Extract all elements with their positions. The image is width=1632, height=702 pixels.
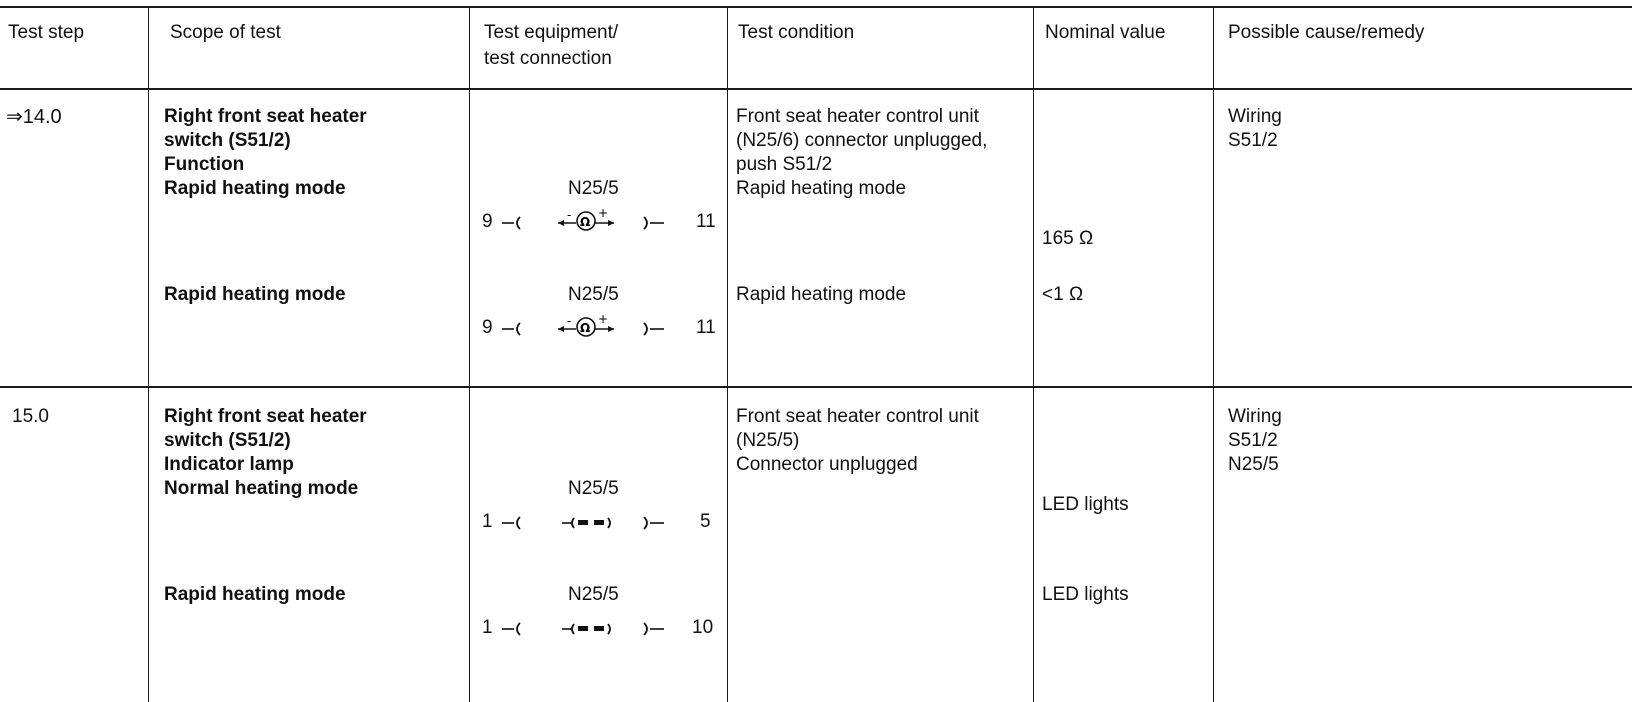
condition-line: Front seat heater control unit	[736, 406, 979, 427]
led-tester-connection-diagram: 1 5	[474, 508, 724, 538]
nominal-value: 165 Ω	[1042, 228, 1094, 249]
led-tester-icon	[502, 516, 664, 530]
scope-line: Rapid heating mode	[164, 584, 346, 605]
scope-line: Indicator lamp	[164, 454, 294, 475]
header-possible-cause: Possible cause/remedy	[1228, 22, 1425, 43]
svg-text:+: +	[598, 312, 608, 326]
svg-text:-: -	[567, 208, 571, 222]
pin-left-number: 9	[482, 317, 493, 338]
column-separator	[148, 6, 149, 702]
nominal-value: LED lights	[1042, 494, 1129, 515]
header-bottom-rule	[0, 88, 1632, 90]
header-test-step: Test step	[8, 22, 85, 43]
cause-line: S51/2	[1228, 130, 1278, 151]
pin-right-number: 5	[700, 511, 711, 532]
nominal-value: LED lights	[1042, 584, 1129, 605]
row-divider-rule	[0, 386, 1632, 388]
column-separator	[727, 6, 728, 702]
condition-line: Rapid heating mode	[736, 178, 907, 199]
condition-line: Connector unplugged	[736, 454, 918, 475]
scope-line: Normal heating mode	[164, 478, 359, 499]
cause-line: N25/5	[1228, 454, 1279, 475]
column-separator	[1213, 6, 1214, 702]
scope-line: switch (S51/2)	[164, 130, 291, 151]
scope-line: switch (S51/2)	[164, 430, 291, 451]
condition-line: push S51/2	[736, 154, 833, 175]
column-separator	[469, 6, 470, 702]
condition-line: Rapid heating mode	[736, 284, 907, 305]
scope-line: Right front seat heater	[164, 106, 367, 127]
condition-line: Front seat heater control unit	[736, 106, 979, 127]
pin-right-number: 11	[696, 317, 716, 338]
pin-right-number: 11	[696, 211, 716, 232]
cause-line: Wiring	[1228, 406, 1282, 427]
connection-unit-label: N25/5	[568, 478, 619, 499]
led-tester-connection-diagram: 1 10	[474, 614, 724, 644]
cause-line: S51/2	[1228, 430, 1278, 451]
header-test-equipment-line1: Test equipment/	[484, 22, 619, 43]
header-test-equipment-line2: test connection	[484, 48, 612, 69]
svg-text:-: -	[567, 314, 571, 328]
pin-left-number: 1	[482, 511, 493, 532]
pin-left-number: 1	[482, 617, 493, 638]
device-glyph: Ω	[580, 215, 590, 229]
column-separator	[1033, 6, 1034, 702]
nominal-value: <1 Ω	[1042, 284, 1084, 305]
header-nominal-value: Nominal value	[1045, 22, 1166, 43]
pin-left-number: 9	[482, 211, 493, 232]
test-step-number: ⇒14.0	[6, 106, 62, 128]
header-test-condition: Test condition	[738, 22, 855, 43]
test-step-number: 15.0	[12, 406, 49, 427]
cause-line: Wiring	[1228, 106, 1282, 127]
scope-line: Right front seat heater	[164, 406, 367, 427]
ohmmeter-connection-diagram: 9 - Ω + 11	[474, 206, 724, 238]
scope-line: Function	[164, 154, 245, 175]
led-tester-icon	[502, 622, 664, 636]
header-scope-of-test: Scope of test	[170, 22, 281, 43]
connection-unit-label: N25/5	[568, 584, 619, 605]
ohmmeter-icon: - Ω +	[502, 312, 664, 337]
device-glyph: Ω	[580, 321, 590, 335]
table-top-rule	[0, 6, 1632, 8]
svg-text:+: +	[598, 206, 608, 220]
condition-line: (N25/6) connector unplugged,	[736, 130, 988, 151]
scope-line: Rapid heating mode	[164, 178, 346, 199]
scope-line: Rapid heating mode	[164, 284, 346, 305]
connection-unit-label: N25/5	[568, 284, 619, 305]
ohmmeter-icon: - Ω +	[502, 206, 664, 231]
condition-line: (N25/5)	[736, 430, 800, 451]
connection-unit-label: N25/5	[568, 178, 619, 199]
ohmmeter-connection-diagram: 9 - Ω + 11	[474, 312, 724, 344]
pin-right-number: 10	[692, 617, 714, 638]
